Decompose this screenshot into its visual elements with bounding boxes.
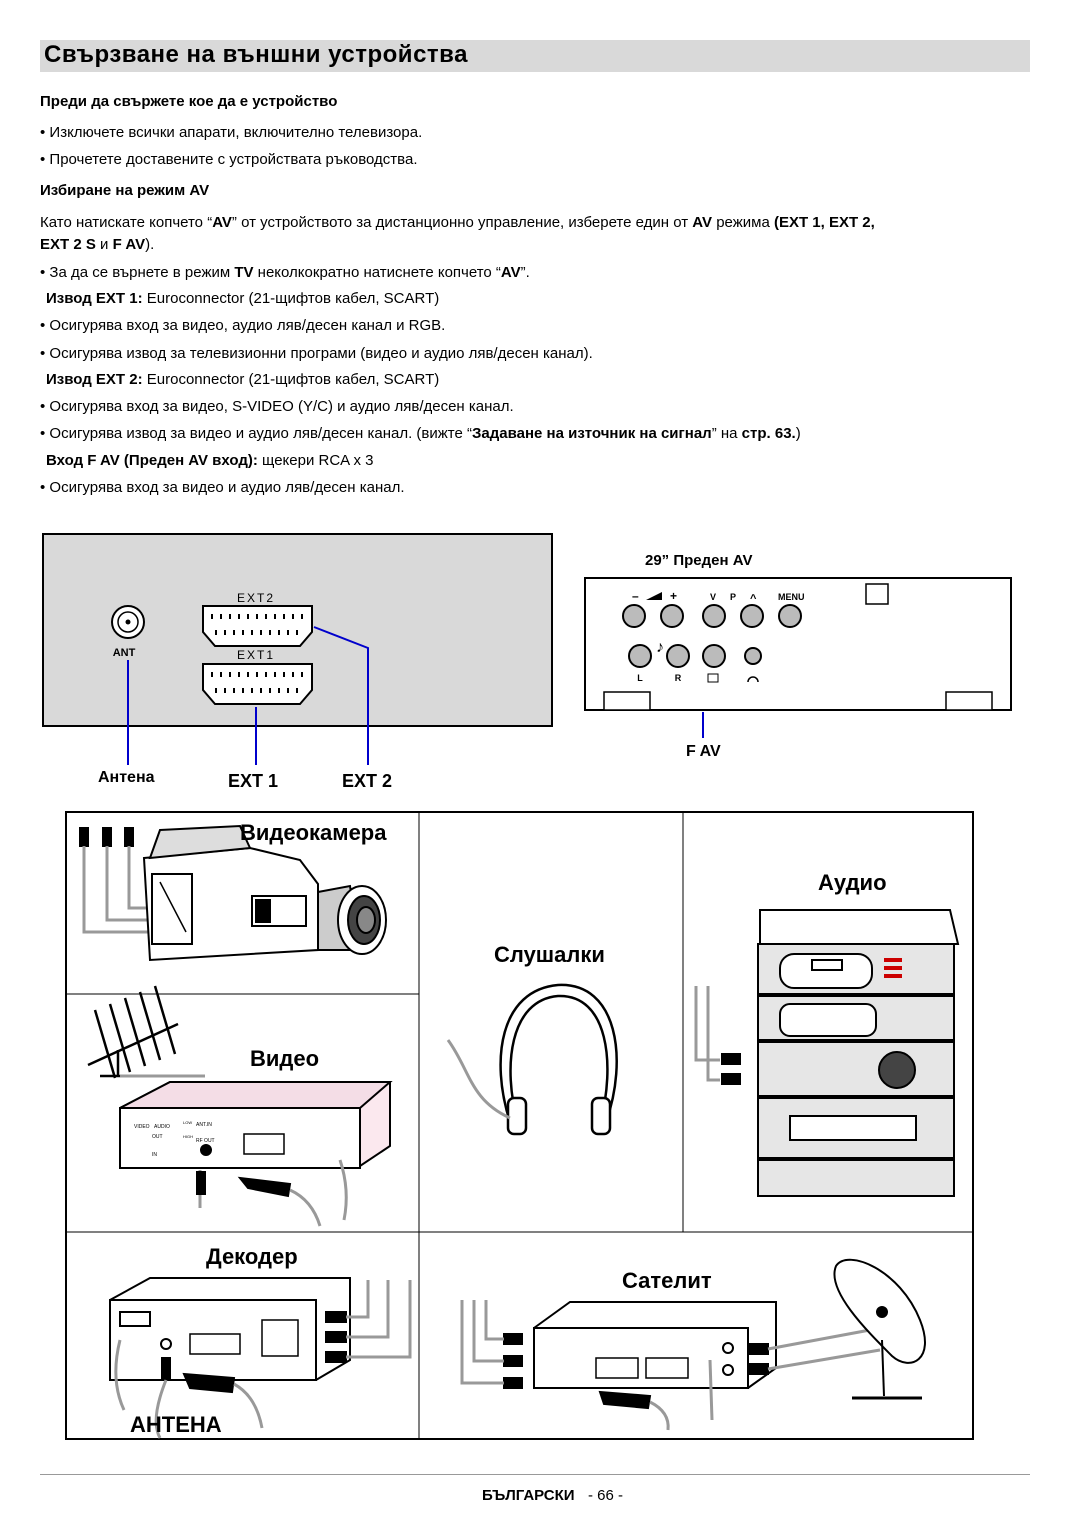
ext2-socket-label: EXT2: [237, 591, 275, 605]
tv-front-av-panel: 29” Преден AV – + V P ^ MENU ♪ L R: [584, 552, 1012, 711]
vol-minus-label: –: [632, 589, 639, 603]
footer-divider: [40, 1474, 1030, 1475]
bullet-read-manuals: • Прочетете доставените с устройствата р…: [40, 151, 418, 168]
vol-plus-label: +: [670, 589, 677, 603]
ext1-scart-icon: [202, 663, 313, 705]
vcr-out-label: OUT: [152, 1134, 163, 1140]
prog-up-label: ^: [750, 593, 757, 605]
vcr-illustration: VIDEO AUDIO OUT IN LOW HIGH ANT.IN RF OU…: [87, 985, 393, 1227]
vcr-in-label: IN: [152, 1152, 157, 1158]
ant-socket-icon: [111, 605, 145, 639]
satellite-label: Сателит: [622, 1268, 712, 1293]
page-number: - 66 -: [588, 1487, 624, 1504]
footer-language: БЪЛГАРСКИ: [482, 1487, 575, 1504]
volume-icon: [646, 592, 662, 600]
jack-l-label: L: [637, 673, 643, 683]
camcorder-illustration: [79, 824, 387, 962]
page-title: Свързване на външни устройства: [44, 41, 468, 68]
headphones-label: Слушалки: [494, 942, 605, 967]
front-foot-left: [603, 691, 651, 711]
heading-av-mode: Избиране на режим AV: [40, 182, 210, 199]
prog-down-label: V: [710, 592, 716, 602]
decoder-label: Декодер: [206, 1244, 298, 1269]
ir-window: [865, 583, 889, 605]
headphone-jack-icon: [747, 676, 759, 683]
decoder-illustration: [109, 1277, 412, 1439]
callout-lines: [127, 626, 704, 765]
fav-callout: F AV: [686, 743, 721, 760]
prog-label: P: [730, 592, 736, 602]
vcr-high-label: HIGH: [183, 1134, 193, 1139]
video-label: Видео: [250, 1046, 319, 1071]
front-foot-right: [945, 691, 993, 711]
vcr-video-label: VIDEO: [134, 1124, 150, 1130]
devices-frame: [65, 811, 974, 1440]
ext1-title: Извод EXT 1: Euroconnector (21-щифтов ка…: [46, 290, 440, 307]
antenna-icon: [87, 985, 179, 1079]
vcr-antin-label: ANT.IN: [196, 1122, 212, 1128]
ext1-callout: EXT 1: [228, 771, 278, 791]
audio-label: Аудио: [818, 870, 887, 895]
ext2-title: Извод EXT 2: Euroconnector (21-щифтов ка…: [46, 371, 440, 388]
front-jacks: [628, 644, 762, 668]
headphones-illustration: [446, 983, 618, 1136]
ext2-scart-icon: [202, 605, 313, 647]
ext2-bullet-output: • Осигурява извод за видео и аудио ляв/д…: [40, 425, 801, 442]
audio-system-illustration: [694, 909, 960, 1197]
front-av-title: 29” Преден AV: [645, 552, 752, 569]
bullet-switch-off: • Изключете всички апарати, включително …: [40, 124, 423, 141]
ext2-callout: EXT 2: [342, 771, 392, 791]
ext2-bullet-input: • Осигурява вход за видео, S-VIDEO (Y/C)…: [40, 398, 514, 415]
music-note-icon: ♪: [656, 639, 664, 656]
vcr-audio-label: AUDIO: [154, 1124, 170, 1130]
ext1-bullet-input: • Осигурява вход за видео, аудио ляв/дес…: [40, 317, 446, 334]
menu-label: MENU: [778, 592, 805, 602]
av-return-tv: • За да се върнете в режим TV неколкокра…: [40, 264, 530, 281]
antenna-callout: Антена: [98, 769, 155, 786]
fav-bullet: • Осигурява вход за видео и аудио ляв/де…: [40, 479, 405, 496]
jack-r-label: R: [675, 673, 682, 683]
av-paragraph-line1: Като натискате копчето “AV” от устройств…: [40, 214, 875, 231]
vcr-rfout-label: RF OUT: [196, 1138, 215, 1144]
fav-title: Вход F AV (Преден AV вход): щекери RCA x…: [46, 452, 374, 469]
av-paragraph-line2: EXT 2 S и F AV).: [40, 236, 155, 253]
antenna-big-label: АНТЕНА: [130, 1412, 222, 1437]
satellite-illustration: [460, 1258, 926, 1431]
front-buttons: [622, 604, 802, 628]
ant-label: ANT: [113, 647, 136, 659]
ext1-bullet-output: • Осигурява извод за телевизионни програ…: [40, 345, 593, 362]
ext1-socket-label: EXT1: [237, 648, 275, 662]
tv-rear-panel: ANT EXT2 EXT1: [42, 533, 704, 765]
page-title-bar: Свързване на външни устройства: [40, 40, 1030, 72]
heading-before: Преди да свържете кое да е устройство: [40, 93, 338, 110]
video-input-icon: [707, 673, 719, 683]
camcorder-label: Видеокамера: [240, 820, 387, 845]
vcr-low-label: LOW: [183, 1120, 192, 1125]
